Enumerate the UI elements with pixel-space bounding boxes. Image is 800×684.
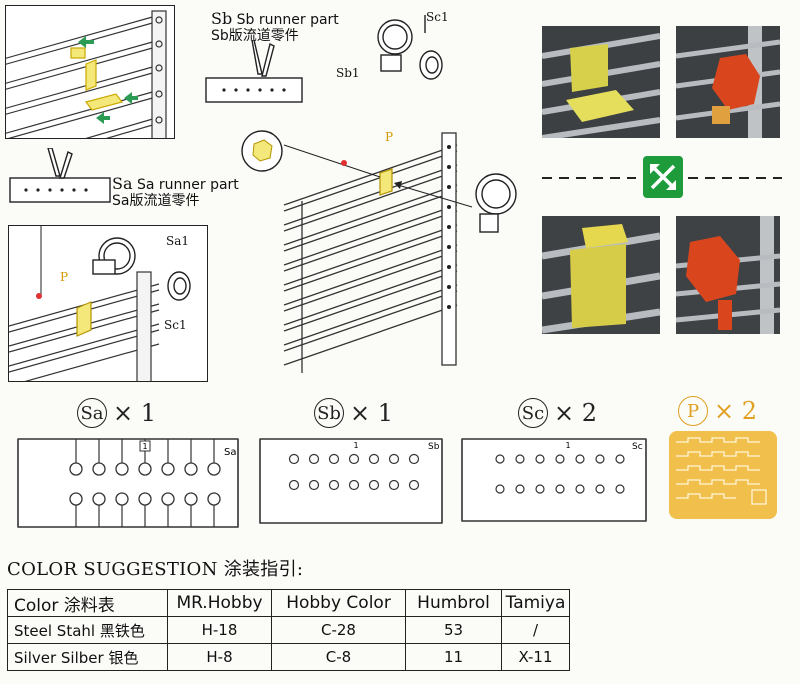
sprue-sc-tag: Sc: [632, 442, 643, 452]
header-color: Color 涂料表: [7, 589, 168, 617]
cell-humbrol: 53: [405, 616, 502, 644]
detail-inset-left: P: [8, 225, 208, 382]
sa1-label: Sa1: [166, 234, 190, 248]
cell-humbrol: 11: [405, 643, 502, 671]
cell-tamiya: /: [501, 616, 570, 644]
color-table: Color 涂料表 MR.Hobby Hobby Color Humbrol T…: [7, 589, 570, 671]
sprue-sa-num: 1: [142, 442, 147, 451]
compare-divider: [542, 156, 782, 198]
header-humbrol: Humbrol: [405, 589, 502, 617]
photo-yellow-bracket-bottom: [542, 216, 660, 334]
table-row: Silver Silber 银色 H-8 C-8 11 X-11: [7, 643, 570, 671]
cell-hobbycolor: C-8: [271, 643, 406, 671]
qty-p-count: × 2: [714, 397, 758, 425]
sprue-sa-tag: Sa: [224, 447, 236, 458]
sb-runner-cut-illustration: [205, 40, 303, 103]
sprue-sa: 1 Sa: [17, 438, 239, 528]
sb1-label: Sb1: [336, 66, 360, 80]
cell-hobbycolor: C-28: [271, 616, 406, 644]
main-rail-assembly-illustration: [283, 132, 473, 373]
sc1-left-label: Sc1: [164, 318, 187, 332]
qty-sc-code: Sc: [518, 398, 548, 428]
qty-sb-count: × 1: [350, 399, 394, 427]
header-tamiya: Tamiya: [501, 589, 570, 617]
sb-runner-label-zh: Sb版流道零件: [211, 28, 299, 44]
p-label-left: P: [60, 270, 69, 284]
sc1-top-label: Sc1: [426, 10, 449, 24]
sb-runner-label-en: Sb runner part: [236, 12, 339, 28]
color-suggestion-title: COLOR SUGGESTION 涂装指引:: [7, 559, 304, 580]
qty-sb: Sb × 1: [314, 398, 393, 428]
sprue-sb-tag: Sb: [428, 442, 440, 452]
qty-sb-code: Sb: [314, 398, 344, 428]
sprue-sb-num: 1: [353, 441, 358, 450]
sb1-sc1-parts-illustration: [377, 15, 443, 80]
photoetch-fret: [669, 431, 777, 519]
sa-runner-label: Sa Sa runner part Sa版流道零件: [112, 174, 239, 210]
qty-sa-code: Sa: [77, 398, 107, 428]
color-table-header: Color 涂料表 MR.Hobby Hobby Color Humbrol T…: [7, 589, 570, 617]
qty-p-code: P: [678, 396, 708, 426]
photo-red-light-top: [676, 26, 780, 138]
sa-runner-cut-illustration: [9, 148, 111, 203]
header-hobbycolor: Hobby Color: [271, 589, 406, 617]
rail-illustration: [6, 10, 167, 138]
sa-runner-label-zh: Sa版流道零件: [112, 193, 200, 209]
cell-mrhobby: H-8: [167, 643, 272, 671]
photo-yellow-bracket-top: [542, 26, 660, 138]
p-label-top: P: [385, 130, 394, 144]
cell-tamiya: X-11: [501, 643, 570, 671]
detail-inset-top-left: [5, 5, 175, 139]
sb-runner-label: Sb Sb runner part Sb版流道零件: [211, 9, 339, 45]
qty-sc: Sc × 2: [518, 398, 597, 428]
sb1-sc1-assembled-part: [475, 173, 517, 233]
cell-mrhobby: H-18: [167, 616, 272, 644]
sprue-sb: 1 Sb: [259, 438, 443, 524]
header-mrhobby: MR.Hobby: [167, 589, 272, 617]
qty-p: P × 2: [678, 396, 757, 426]
photo-red-light-bottom: [676, 216, 780, 334]
cell-color-name: Steel Stahl 黑铁色: [7, 616, 168, 644]
sprue-sc: 1 Sc: [461, 438, 647, 522]
sa-assembly-illustration: [9, 226, 191, 381]
nut-detail-circle: [241, 130, 283, 172]
cell-color-name: Silver Silber 银色: [7, 643, 168, 671]
qty-sc-count: × 2: [554, 399, 598, 427]
sprue-sc-num: 1: [565, 441, 570, 450]
qty-sa: Sa × 1: [77, 398, 156, 428]
table-row: Steel Stahl 黑铁色 H-18 C-28 53 /: [7, 616, 570, 644]
qty-sa-count: × 1: [113, 399, 157, 427]
sa-runner-label-en: Sa runner part: [136, 177, 239, 193]
